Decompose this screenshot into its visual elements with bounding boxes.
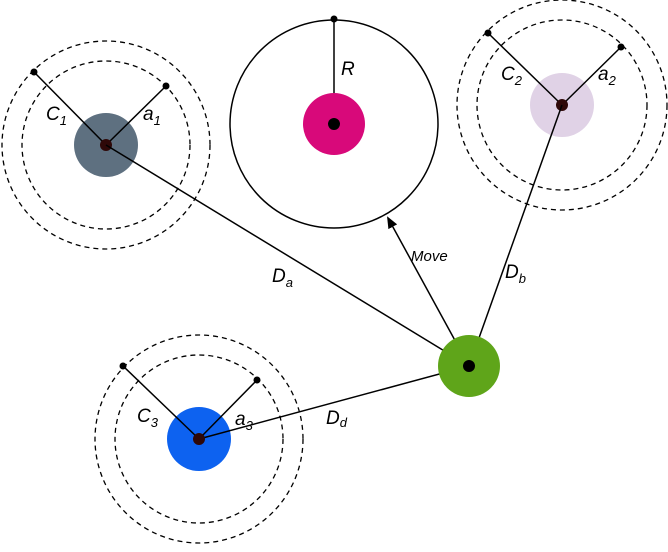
a1-label: a1 <box>143 104 161 128</box>
a3-label: a3 <box>235 409 254 433</box>
c1-label: C1 <box>46 104 67 128</box>
a3-endpoint <box>253 376 261 384</box>
node-d-center <box>193 433 205 445</box>
node-d-inner-range <box>114 354 284 524</box>
db-line <box>468 104 563 367</box>
c1-radius-line <box>33 71 107 146</box>
connections-group: Da Db Dd Move <box>105 104 563 440</box>
node-d-outer-range <box>94 334 304 544</box>
node-a-outer-range <box>1 40 211 250</box>
node-a-inner-range <box>21 60 191 230</box>
a2-radius-line <box>561 46 622 106</box>
a3-radius-line <box>198 379 258 440</box>
da-line <box>105 144 470 367</box>
move-label: Move <box>411 248 448 265</box>
a1-endpoint <box>162 82 170 90</box>
r-label: R <box>341 59 355 80</box>
dd-line <box>198 365 470 440</box>
c3-endpoint <box>119 362 127 370</box>
a2-label: a2 <box>598 64 617 88</box>
r-endpoint <box>330 15 338 23</box>
node-b-outer-range <box>456 0 668 211</box>
a2-endpoint <box>617 43 625 51</box>
dd-label: Dd <box>326 408 348 430</box>
c2-endpoint <box>484 29 492 37</box>
node-b-inner-range <box>476 19 648 191</box>
c3-label: C3 <box>137 406 159 430</box>
agent-group <box>438 335 500 397</box>
agent-center <box>463 360 475 372</box>
target-group: R <box>229 15 439 229</box>
c2-label: C2 <box>501 64 523 88</box>
a1-radius-line <box>105 85 167 146</box>
target-center <box>328 118 340 130</box>
da-label: Da <box>272 266 293 290</box>
db-label: Db <box>505 262 526 286</box>
c1-endpoint <box>30 68 38 76</box>
c3-radius-line <box>122 365 200 440</box>
c2-radius-line <box>487 32 563 106</box>
